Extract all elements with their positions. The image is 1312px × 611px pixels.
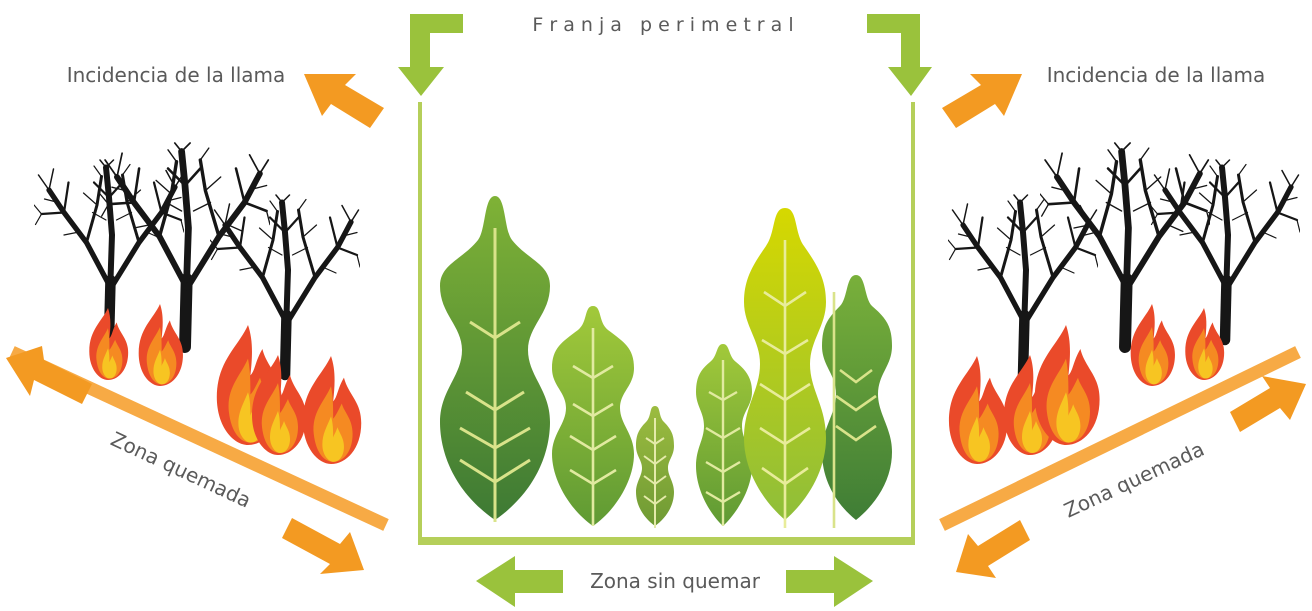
flame-arrow-left-icon <box>304 74 384 128</box>
label-zona-quemada-left: Zona quemada <box>107 427 255 513</box>
tree-5-veins <box>759 240 811 528</box>
tree-6-veins <box>832 292 877 528</box>
tree-2-veins <box>569 328 617 526</box>
flame-arrow-right-icon <box>942 74 1022 128</box>
label-flame-right: Incidencia de la llama <box>1047 63 1266 87</box>
tree-1-veins <box>459 228 531 522</box>
burned-trees-left <box>34 143 360 375</box>
title-franja-perimetral: F r a n j a p e r i m e t r a l <box>532 14 793 36</box>
perimeter-arrow-left-icon <box>398 14 463 96</box>
burned-zone-line-right <box>939 346 1301 531</box>
flames-right <box>948 304 1225 464</box>
label-zona-sin-quemar: Zona sin quemar <box>590 569 761 593</box>
unburned-trees <box>440 196 892 528</box>
label-flame-left: Incidencia de la llama <box>67 63 286 87</box>
tree-3-veins <box>643 418 667 528</box>
burned-arrow-right-down-icon <box>956 520 1030 578</box>
burned-arrow-left-up-icon <box>6 346 92 404</box>
burned-arrow-right-up-icon <box>1230 376 1306 432</box>
burned-trees-right <box>948 143 1300 375</box>
burned-arrow-left-down-icon <box>282 518 364 574</box>
unburned-arrow-left-icon <box>476 556 563 607</box>
perimeter-arrow-right-icon <box>867 14 932 96</box>
tree-4-veins <box>705 360 741 526</box>
unburned-arrow-right-icon <box>786 556 873 607</box>
green-tree-6 <box>822 275 892 520</box>
